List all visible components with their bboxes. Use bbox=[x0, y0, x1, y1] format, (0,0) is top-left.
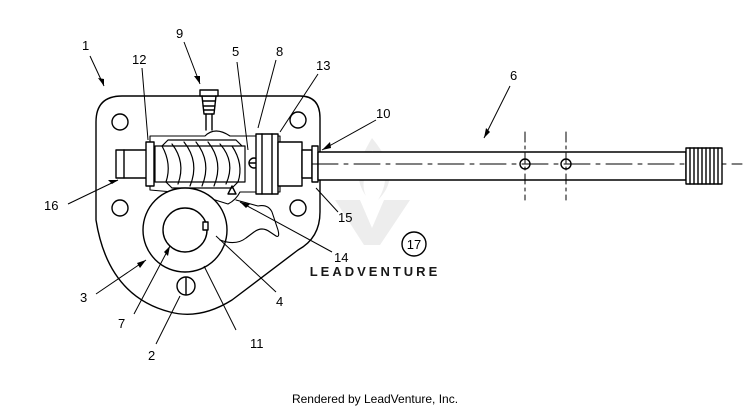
mounting-hole bbox=[289, 111, 307, 129]
reference-circle bbox=[401, 231, 427, 257]
render-credit: Rendered by LeadVenture, Inc. bbox=[291, 392, 459, 406]
callout-16: 16 bbox=[44, 198, 58, 213]
leader-lines bbox=[67, 41, 511, 345]
main-shaft bbox=[317, 151, 687, 181]
mounting-hole bbox=[111, 113, 129, 131]
callout-15: 15 bbox=[338, 210, 352, 225]
hub-keyway bbox=[202, 221, 209, 231]
cross-hole bbox=[560, 131, 572, 201]
sector-gear bbox=[142, 187, 228, 273]
callout-10: 10 bbox=[376, 106, 390, 121]
grease-fitting bbox=[199, 89, 219, 131]
splined-end bbox=[685, 147, 723, 185]
cross-hole bbox=[519, 131, 531, 201]
housing-plate bbox=[95, 95, 321, 315]
left-shaft-stub bbox=[115, 149, 151, 179]
bearing-collar bbox=[255, 133, 279, 195]
worm-gear bbox=[154, 139, 246, 189]
callout-6: 6 bbox=[510, 68, 517, 83]
callout-9: 9 bbox=[176, 26, 183, 41]
callout-labels: 1 9 12 5 8 13 10 6 16 15 14 17 3 7 4 11 … bbox=[44, 26, 517, 363]
callout-3: 3 bbox=[80, 290, 87, 305]
callout-17: 17 bbox=[407, 237, 421, 252]
callout-13: 13 bbox=[316, 58, 330, 73]
mounting-hole bbox=[111, 199, 129, 217]
spring-clip bbox=[219, 199, 280, 244]
watermark-text: LEADVENTURE bbox=[310, 264, 441, 279]
mounting-hole bbox=[289, 199, 307, 217]
watermark-v-icon bbox=[335, 200, 410, 245]
callout-2: 2 bbox=[148, 348, 155, 363]
callout-5: 5 bbox=[232, 44, 239, 59]
alignment-triangle bbox=[227, 185, 237, 195]
pivot-bolt bbox=[176, 276, 196, 296]
callout-7: 7 bbox=[118, 316, 125, 331]
bearing-flange bbox=[277, 141, 303, 187]
left-seal bbox=[145, 141, 155, 187]
callout-4: 4 bbox=[276, 294, 283, 309]
callout-8: 8 bbox=[276, 44, 283, 59]
callout-14: 14 bbox=[334, 250, 348, 265]
spacer bbox=[301, 149, 313, 179]
leader-arrowheads bbox=[98, 76, 490, 268]
callout-12: 12 bbox=[132, 52, 146, 67]
callout-11: 11 bbox=[250, 336, 264, 351]
callout-1: 1 bbox=[82, 38, 89, 53]
